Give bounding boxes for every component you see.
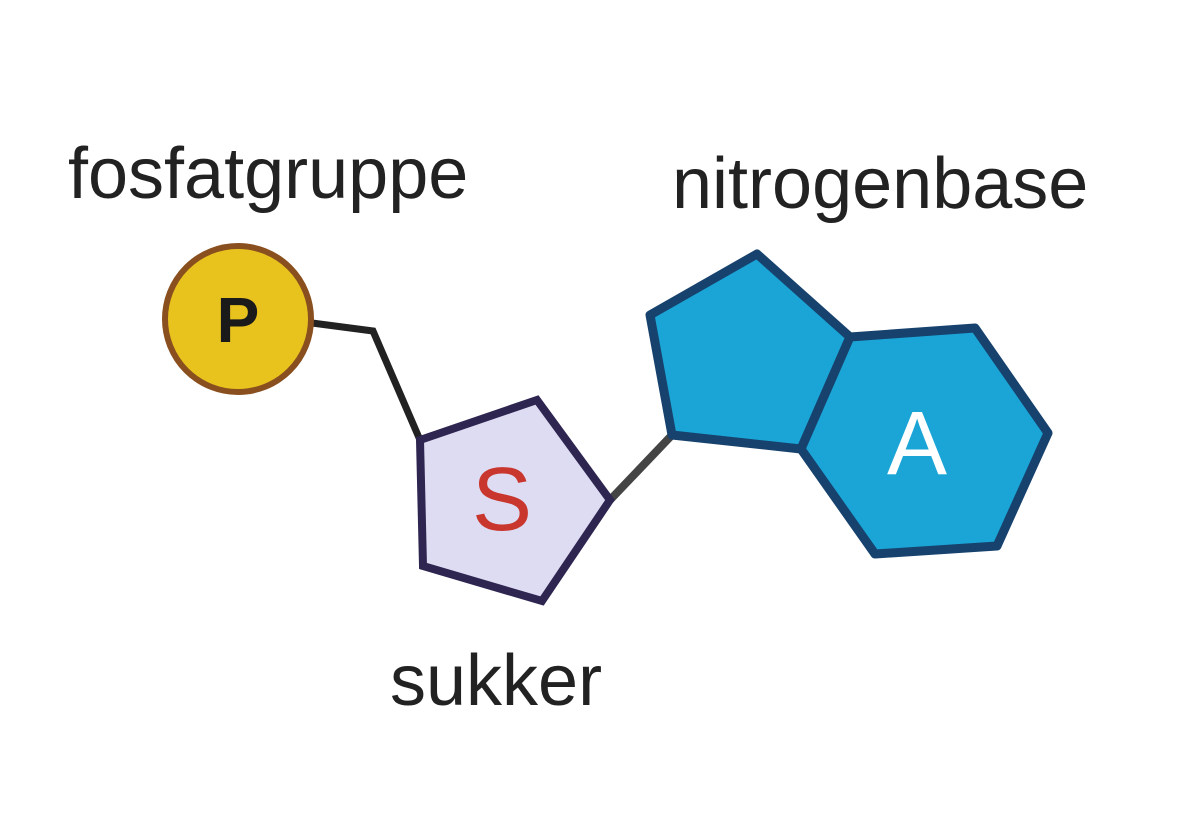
sugar-pentagon	[415, 395, 615, 606]
phosphate-sugar-bond	[311, 319, 424, 442]
phosphate-label: fosfatgruppe	[68, 134, 469, 214]
sugar-symbol: S	[472, 450, 532, 550]
sugar-label: sukker	[390, 641, 603, 721]
base-symbol: A	[887, 394, 947, 494]
sugar-base-bond	[607, 432, 675, 503]
phosphate-symbol: P	[217, 284, 260, 356]
base-hexagon	[796, 323, 1053, 559]
base-label: nitrogenbase	[672, 144, 1089, 224]
phosphate-circle	[162, 243, 314, 395]
